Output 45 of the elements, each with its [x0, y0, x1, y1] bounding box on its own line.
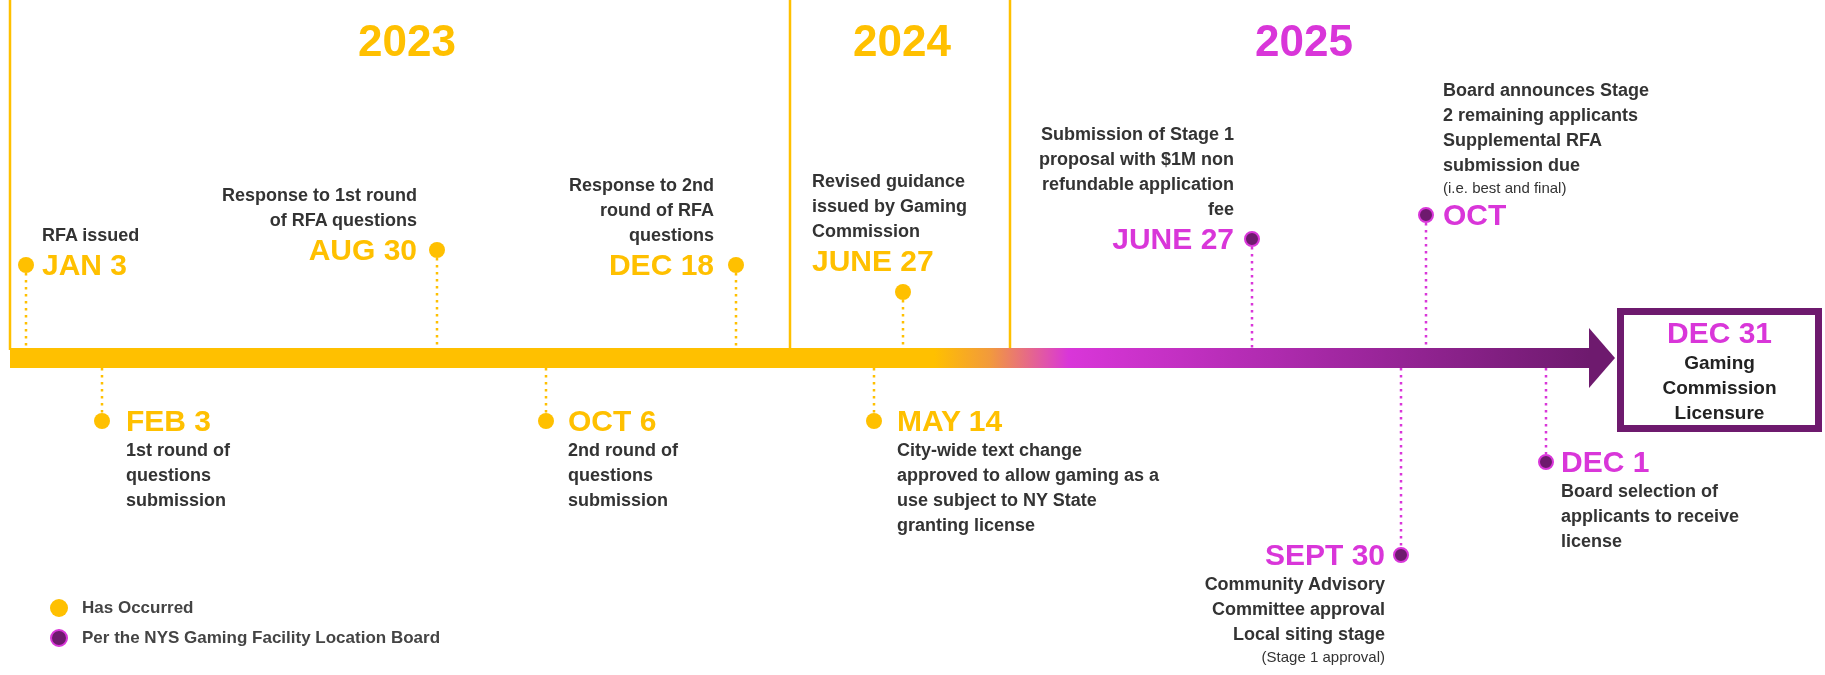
year-heading: 2025	[1255, 16, 1353, 66]
leader-line	[1399, 368, 1403, 547]
leader-line	[24, 273, 28, 348]
year-heading: 2023	[358, 16, 456, 66]
date-label: OCT	[1443, 198, 1508, 232]
leader-line	[1544, 368, 1548, 454]
event-description: 2nd round of questions submission	[568, 439, 679, 512]
leader-line	[1424, 223, 1428, 348]
leader-line	[100, 368, 104, 413]
date-label: SEPT 30	[1263, 538, 1385, 572]
timeline-arrow	[10, 328, 1615, 388]
event-description: Board selection of applicants to receive license	[1561, 480, 1741, 553]
event-description: 1st round of questions submission	[126, 439, 231, 512]
event-description: Submission of Stage 1 proposal with $1M non refundable application fee	[1038, 123, 1234, 221]
leader-line	[872, 368, 876, 413]
date-label: JUNE 27	[812, 244, 935, 278]
event-description: Supplemental RFA submission due	[1443, 129, 1603, 177]
leader-line	[901, 300, 905, 348]
date-label: AUG 30	[307, 233, 417, 267]
leader-line	[1250, 247, 1254, 348]
date-label: DEC 1	[1561, 445, 1651, 479]
event-description: Community Advisory Committee approval Local siting stage	[1203, 573, 1385, 646]
event-description: Response to 1st round of RFA questions	[220, 184, 417, 232]
milestone-box	[1617, 308, 1822, 432]
event-note: (i.e. best and final)	[1443, 178, 1568, 198]
event-description: Gaming Commission Licensure	[1661, 350, 1778, 425]
event-description: City-wide text change approved to allow gaming as a use subject to NY State granting license	[897, 439, 1161, 537]
year-heading: 2024	[853, 16, 951, 66]
event-description: RFA issued	[42, 224, 141, 247]
date-label: DEC 18	[607, 248, 714, 282]
event-description: Response to 2nd round of RFA questions	[567, 174, 714, 247]
event-note: (Stage 1 approval)	[1260, 647, 1385, 667]
legend-label: Per the NYS Gaming Facility Location Board	[82, 628, 440, 648]
date-label: JAN 3	[42, 248, 129, 282]
leader-line	[734, 273, 738, 348]
date-label: JUNE 27	[1111, 222, 1234, 256]
leader-line	[544, 368, 548, 413]
date-label: MAY 14	[897, 404, 1004, 438]
leader-line	[435, 258, 439, 348]
event-description: Board announces Stage 2 remaining applicants	[1443, 79, 1651, 127]
legend-label: Has Occurred	[82, 598, 194, 618]
date-label: OCT 6	[568, 404, 658, 438]
date-label: FEB 3	[126, 404, 213, 438]
date-label: DEC 31	[1666, 315, 1772, 350]
event-description: Revised guidance issued by Gaming Commission	[812, 170, 969, 243]
